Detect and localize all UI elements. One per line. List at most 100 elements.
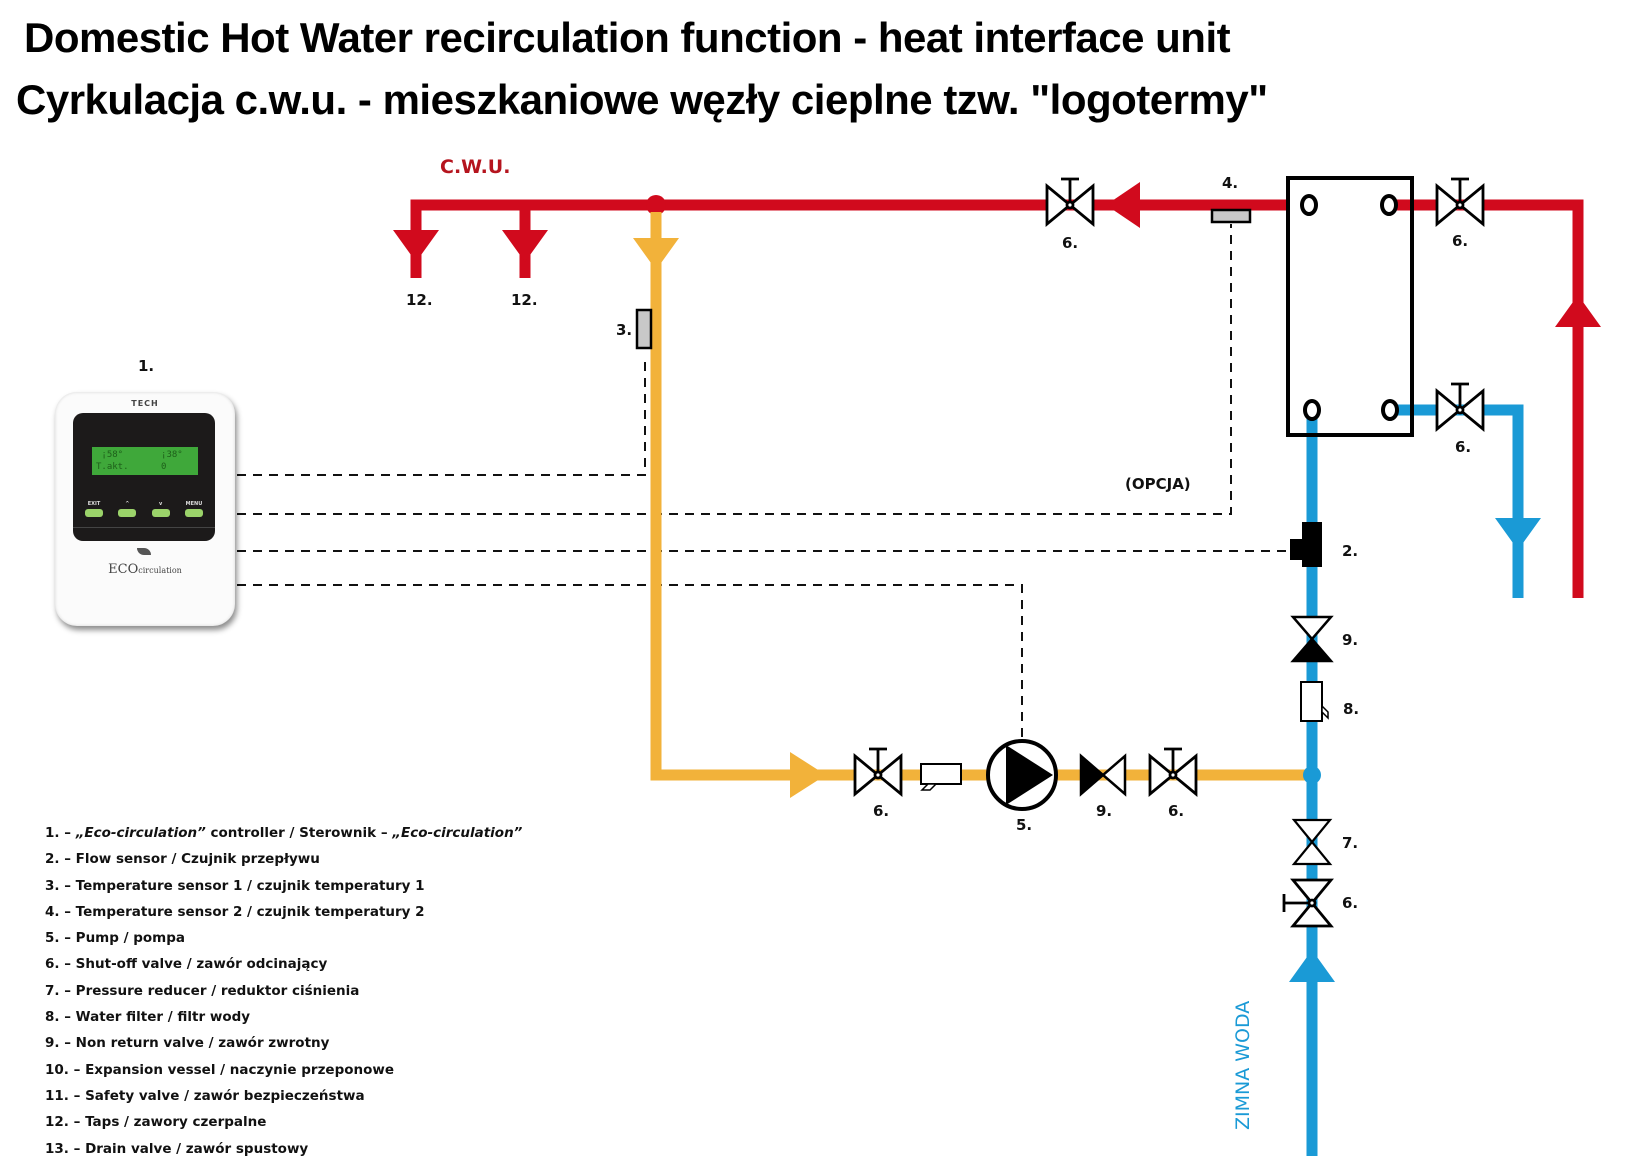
pump-icon[interactable] — [986, 739, 1058, 811]
label-temp-sensor-2: 4. — [1222, 174, 1238, 192]
controller-panel: ¡58° ¡38° T.akt. 0 EXIT ^ v MENU — [73, 413, 215, 541]
controller-down-button[interactable]: v — [150, 499, 172, 517]
controller-separator — [73, 527, 215, 528]
hx-port-top-right — [1380, 194, 1398, 216]
nrv-circ-icon[interactable] — [1079, 753, 1127, 797]
legend-item: 11. – Safety valve / zawór bezpieczeństw… — [45, 1083, 522, 1109]
cold-arrow-down-icon — [1495, 518, 1541, 550]
leaf-icon — [137, 548, 151, 555]
legend-text: – Temperature sensor 2 / czujnik tempera… — [59, 903, 425, 920]
pressure-reducer-icon[interactable] — [1291, 818, 1333, 866]
tap-2-arrow-icon — [502, 230, 548, 262]
legend-text: – Pump / pompa — [59, 930, 186, 947]
legend-text: – Expansion vessel / naczynie przeponowe — [68, 1061, 395, 1078]
label-filter: 8. — [1343, 700, 1359, 718]
controller-menu-button[interactable]: MENU — [183, 499, 205, 517]
lcd-line-1: ¡58° ¡38° — [96, 450, 183, 460]
circ-arrow-right-icon — [790, 752, 826, 798]
legend-number: 1. — [45, 825, 60, 841]
legend-item: 8. – Water filter / filtr wody — [45, 1004, 522, 1030]
wire-temp-sensor-1 — [237, 355, 646, 476]
eco-circulation-controller[interactable]: TECH ¡58° ¡38° T.akt. 0 EXIT ^ v MENU EC… — [55, 392, 235, 626]
legend-text: – Shut-off valve / zawór odcinający — [59, 956, 328, 973]
legend-item: 10. – Expansion vessel / naczynie przepo… — [45, 1057, 522, 1083]
controller-lcd: ¡58° ¡38° T.akt. 0 — [92, 447, 198, 475]
circulation-pipes — [650, 212, 1312, 781]
label-valve-cold-main: 6. — [1342, 894, 1358, 912]
legend-number: 3. — [45, 877, 60, 894]
legend-number: 8. — [45, 1009, 60, 1026]
legend-number: 6. — [45, 956, 60, 973]
legend-item: 12. – Taps / zawory czerpalne — [45, 1109, 522, 1135]
legend-number: 10. — [45, 1061, 69, 1078]
label-valve-circ-left: 6. — [873, 802, 889, 820]
legend-text: – Temperature sensor 1 / czujnik tempera… — [59, 877, 425, 894]
controller-exit-button[interactable]: EXIT — [83, 499, 105, 517]
cold-arrow-up-icon — [1289, 950, 1335, 982]
legend-item: 5. – Pump / pompa — [45, 925, 522, 951]
valve-cold-main-icon[interactable] — [1282, 878, 1334, 928]
cwu-label: C.W.U. — [440, 156, 510, 178]
label-flow-sensor: 2. — [1342, 542, 1358, 560]
nrv-cold-icon[interactable] — [1290, 615, 1334, 663]
legend-item: 2. – Flow sensor / Czujnik przepływu — [45, 846, 522, 872]
legend-text: – Taps / zawory czerpalne — [68, 1114, 267, 1131]
water-filter-icon[interactable] — [1300, 681, 1329, 722]
valve-hot-left-icon[interactable] — [1045, 177, 1095, 227]
hot-supply-riser — [1395, 199, 1584, 598]
label-valve-circ-right: 6. — [1168, 802, 1184, 820]
lcd-line-2: T.akt. 0 — [96, 462, 167, 472]
controller-brand: TECH — [131, 399, 159, 408]
heat-exchanger — [1286, 176, 1414, 437]
legend-text: – Safety valve / zawór bezpieczeństwa — [68, 1087, 365, 1104]
legend-number: 2. — [45, 851, 60, 868]
legend-text: – Non return valve / zawór zwrotny — [59, 1035, 330, 1052]
valve-circ-left-icon[interactable] — [853, 747, 903, 797]
valve-cold-right-icon[interactable] — [1435, 382, 1485, 432]
legend-item: 13. – Drain valve / zawór spustowy — [45, 1136, 522, 1162]
legend-number: 12. — [45, 1114, 69, 1131]
tap-1-arrow-icon — [393, 230, 439, 262]
legend-text: – Flow sensor / Czujnik przepływu — [59, 851, 320, 868]
circulation-box-icon[interactable] — [920, 763, 962, 791]
legend-number: 13. — [45, 1140, 69, 1157]
legend-item: 9. – Non return valve / zawór zwrotny — [45, 1030, 522, 1056]
cold-junction-dot — [1303, 766, 1321, 784]
label-valve-hot-left: 6. — [1062, 234, 1078, 252]
label-tap-2: 12. — [511, 291, 538, 309]
legend-text: „Eco-circulation” — [392, 825, 523, 841]
control-wires — [237, 224, 1290, 738]
heat-exchanger-body — [1286, 176, 1414, 437]
label-nrv-cold: 9. — [1342, 631, 1358, 649]
wire-pump — [237, 584, 1023, 738]
label-tap-1: 12. — [406, 291, 433, 309]
controller-up-button[interactable]: ^ — [116, 499, 138, 517]
valve-hot-right-icon[interactable] — [1435, 177, 1485, 227]
valve-circ-right-icon[interactable] — [1148, 747, 1198, 797]
legend-item: 4. – Temperature sensor 2 / czujnik temp… — [45, 899, 522, 925]
legend-text: „Eco-circulation” — [75, 825, 206, 841]
hot-flow-arrow-left-icon — [1106, 182, 1140, 228]
controller-buttons: EXIT ^ v MENU — [83, 499, 205, 517]
legend-text: – Pressure reducer / reduktor ciśnienia — [59, 982, 360, 999]
temp-sensor-1-icon[interactable] — [635, 308, 653, 350]
hot-water-pipes — [410, 199, 1584, 598]
legend-number: 5. — [45, 930, 60, 947]
temp-sensor-2-icon[interactable] — [1210, 208, 1252, 224]
opcja-label: (OPCJA) — [1125, 475, 1191, 493]
label-nrv-circ: 9. — [1096, 802, 1112, 820]
legend-item: 1. – „Eco-circulation” controller / Ster… — [45, 820, 522, 846]
hot-flow-arrow-up-icon — [1555, 295, 1601, 327]
wire-temp-sensor-2 — [237, 224, 1232, 515]
circulation-return-pipe — [650, 212, 1312, 781]
title-polish: Cyrkulacja c.w.u. - mieszkaniowe węzły c… — [16, 76, 1268, 123]
cold-water-label: ZIMNA WODA — [1232, 1000, 1254, 1130]
label-temp-sensor-1: 3. — [616, 321, 632, 339]
label-pump: 5. — [1016, 816, 1032, 834]
legend-text: – — [59, 825, 76, 841]
legend-text: – Water filter / filtr wody — [59, 1009, 251, 1026]
flow-sensor-icon[interactable] — [1290, 522, 1322, 567]
circulation-arrows — [633, 238, 826, 798]
shutoff-valves — [853, 177, 1485, 928]
title-english: Domestic Hot Water recirculation functio… — [24, 14, 1231, 61]
